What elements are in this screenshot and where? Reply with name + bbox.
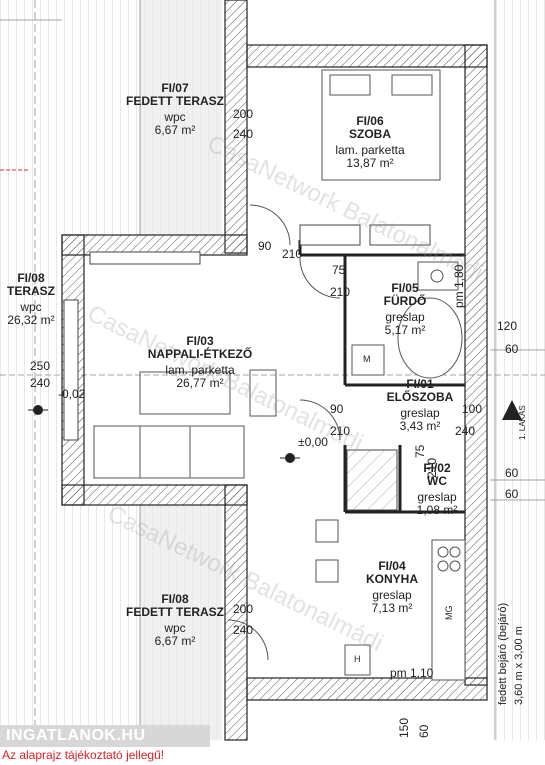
dim-label: 100 (462, 402, 483, 416)
dim-label: pm 1,80 (452, 264, 466, 308)
room-name: KONYHA (365, 571, 418, 586)
terrace-outlines (0, 0, 545, 740)
dim-label: 240 (233, 623, 254, 637)
dim-label: 60 (505, 487, 519, 501)
room-id: FI/02 (423, 461, 451, 475)
room-name: FEDETT TERASZ (126, 604, 224, 619)
dim-label: 240 (30, 376, 51, 390)
room-name: ELŐSZOBA (386, 389, 454, 404)
room-name: FEDETT TERASZ (126, 93, 224, 108)
dim-label: 210 (330, 424, 351, 438)
dim-label: 90 (330, 402, 344, 416)
room-fi07: FI/07 FEDETT TERASZ wpc 6,67 m² (120, 82, 230, 136)
room-area: 6,67 m² (154, 633, 196, 648)
room-material: wpc (20, 300, 42, 315)
room-fi05: FI/05 FÜRDŐ greslap 5,17 m² (365, 282, 445, 336)
dim-label: 240 (233, 127, 254, 141)
brand-logo: INGATLANOK.HU (6, 727, 146, 744)
room-area: 13,87 m² (346, 155, 394, 170)
room-fi02: FI/02 WC greslap 1,08 m² (405, 462, 469, 516)
heater-label: H (354, 654, 361, 664)
room-id: FI/01 (406, 377, 434, 391)
doors (227, 204, 341, 661)
room-area: 1,08 m² (416, 502, 458, 517)
room-fi08-covered: FI/08 FEDETT TERASZ wpc 6,67 m² (120, 593, 230, 647)
dim-label: 75 (413, 444, 427, 458)
dim-label: 75 (332, 263, 346, 277)
entry-decking (490, 0, 545, 740)
entry-caption-1: fedett bejáró (bejáró) (497, 602, 509, 705)
dim-label: pm 1,10 (390, 666, 434, 680)
dim-label: 200 (233, 602, 254, 616)
room-id: FI/07 (161, 81, 189, 95)
room-material: greslap (417, 490, 457, 505)
room-area: 26,32 m² (7, 312, 55, 327)
dim-label: 200 (233, 107, 254, 121)
dim-label: 150 (397, 717, 411, 738)
room-name: SZOBA (349, 126, 391, 141)
entry-caption-2: 3,60 m x 3,00 m (513, 626, 525, 705)
dim-label: 250 (30, 359, 51, 373)
dim-label: 210 (425, 457, 439, 478)
washer-label: M (363, 354, 371, 364)
room-material: greslap (400, 406, 440, 421)
bed (321, 69, 441, 181)
room-id: FI/08 (161, 592, 189, 606)
room-name: TERASZ (7, 283, 55, 298)
room-id: FI/03 (186, 334, 214, 348)
room-fi06: FI/06 SZOBA lam. parketta 13,87 m² (320, 115, 420, 169)
dim-label: 240 (455, 424, 476, 438)
brand-bar: INGATLANOK.HU (0, 725, 210, 747)
room-name: WC (427, 473, 447, 488)
windows (63, 224, 431, 441)
dim-label: 120 (497, 319, 518, 333)
room-fi08-terrace: FI/08 TERASZ wpc 26,32 m² (0, 272, 62, 326)
room-area: 26,77 m² (176, 375, 224, 390)
dim-label: 210 (282, 247, 303, 261)
room-id: FI/05 (391, 281, 419, 295)
room-material: greslap (372, 588, 412, 603)
dim-label: 60 (505, 466, 519, 480)
room-area: 6,67 m² (154, 122, 196, 137)
dim-label: 60 (417, 724, 431, 738)
level-label: -0,02 (58, 387, 86, 401)
wardrobe (346, 449, 398, 511)
room-material: wpc (164, 621, 186, 636)
dim-label: 90 (258, 239, 272, 253)
room-area: 7,13 m² (371, 600, 413, 615)
sofa (93, 425, 245, 479)
kitchen-fixtures (315, 519, 466, 681)
room-area: 3,43 m² (399, 418, 441, 433)
inner-walls (298, 240, 465, 514)
dim-label: 210 (330, 285, 351, 299)
terrace-decking (0, 0, 222, 740)
level-label: ±0,00 (298, 435, 328, 449)
room-material: lam. parketta (165, 363, 235, 378)
bath-fixtures (351, 261, 463, 379)
dimension-lines (490, 349, 545, 501)
disclaimer: Az alaprajz tájékoztató jellegű! (2, 748, 165, 762)
room-fi04: FI/04 KONYHA greslap 7,13 m² (352, 560, 432, 614)
room-id: FI/08 (17, 271, 45, 285)
room-name: FÜRDŐ (383, 293, 427, 308)
level-markers (28, 405, 300, 463)
room-material: greslap (385, 310, 425, 325)
room-id: FI/04 (378, 559, 406, 573)
dishwasher-label: MG (444, 605, 454, 621)
room-id: FI/06 (356, 114, 384, 128)
apartment-label: 1. LAKÁS (518, 405, 527, 440)
entry-arrow (502, 400, 522, 420)
room-area: 5,17 m² (384, 322, 426, 337)
living-furniture (139, 369, 277, 417)
room-name: NAPPALI-ÉTKEZŐ (147, 346, 253, 361)
room-fi01: FI/01 ELŐSZOBA greslap 3,43 m² (380, 378, 460, 432)
room-material: wpc (164, 110, 186, 125)
room-material: lam. parketta (335, 143, 405, 158)
dim-label: 60 (505, 342, 519, 356)
room-fi03: FI/03 NAPPALI-ÉTKEZŐ lam. parketta 26,77… (135, 335, 265, 389)
